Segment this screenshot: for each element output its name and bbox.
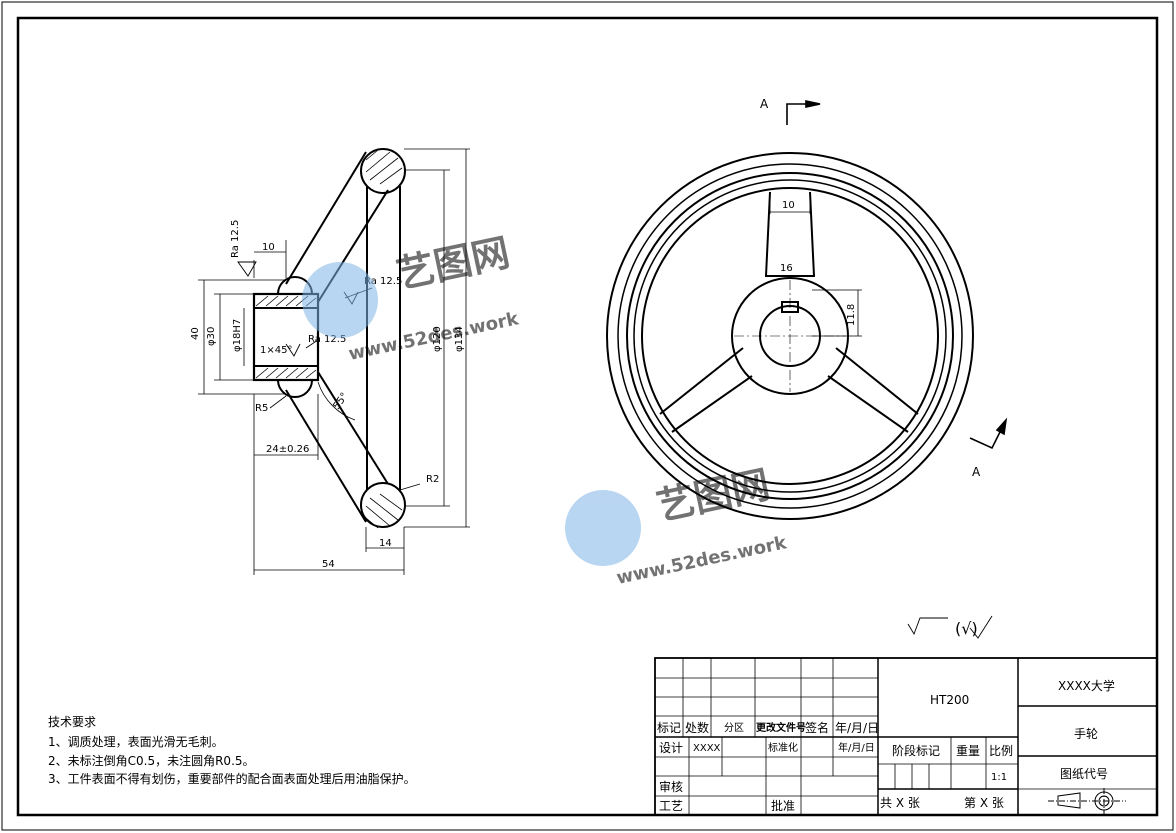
- header-sign: 签名: [805, 720, 829, 735]
- header-zone: 分区: [724, 722, 744, 734]
- chamfer-dim: 1×45°: [260, 345, 292, 356]
- ring-diameter-dim: φ120: [432, 326, 443, 352]
- standardize-label: 标准化: [768, 741, 798, 754]
- section-label-bottom: A: [972, 465, 981, 479]
- rim-thickness-dim: 14: [379, 538, 392, 549]
- keyway-depth-dim: 11.8: [846, 304, 857, 326]
- front-dimensions: [766, 200, 862, 337]
- hub-length-dim: 24±0.26: [266, 444, 309, 455]
- stage-label: 阶段标记: [892, 743, 940, 758]
- tech-req-item-1: 1、调质处理，表面光滑无毛刺。: [48, 735, 224, 749]
- hub-diameter-dim: φ30: [206, 327, 217, 346]
- date-label: 年/月/日: [838, 741, 875, 754]
- tech-req-item-3: 3、工件表面不得有划伤，重要部件的配合面表面处理后用油脂保护。: [48, 771, 416, 786]
- ra-mid1-label: Ra 12.5: [364, 276, 402, 287]
- sheet-total: 共 X 张: [880, 796, 920, 810]
- inner-frame: [16, 16, 1159, 817]
- designer-value: XXXX: [693, 743, 721, 754]
- tech-req-title: 技术要求: [48, 715, 96, 729]
- sheet-number: 第 X 张: [964, 796, 1004, 810]
- fillet-r2-dim: R2: [426, 474, 439, 485]
- university-cell: XXXX大学: [1058, 678, 1115, 693]
- material-cell: HT200: [930, 693, 969, 707]
- projection-symbol: [1048, 788, 1126, 814]
- header-change-doc: 更改文件号: [756, 721, 806, 734]
- outer-height-dim: 40: [190, 327, 201, 340]
- outer-diameter-dim: φ134: [454, 326, 465, 352]
- approve-label: 批准: [771, 798, 795, 813]
- weight-label: 重量: [956, 744, 980, 758]
- section-arrow-bottom: [969, 417, 1008, 450]
- scale-value: 1:1: [991, 772, 1007, 783]
- drawing-code-label: 图纸代号: [1060, 767, 1108, 781]
- title-block-grid: [654, 657, 1158, 816]
- part-name-cell: 手轮: [1074, 727, 1098, 741]
- section-arrow-top: [786, 100, 821, 125]
- header-date: 年/月/日: [835, 721, 879, 735]
- ra-mid2-label: Ra 12.5: [308, 334, 346, 345]
- top-width-dim: 10: [262, 242, 275, 253]
- section-label-top: A: [760, 97, 769, 111]
- tech-req-item-2: 2、未标注倒角C0.5，未注圆角R0.5。: [48, 753, 255, 768]
- design-label: 设计: [659, 741, 683, 755]
- scale-label: 比例: [989, 744, 1013, 758]
- ra-top-label: Ra 12.5: [230, 220, 241, 258]
- total-length-dim: 54: [322, 559, 335, 570]
- general-roughness-label: (√): [955, 619, 978, 638]
- side-dimensions: [198, 148, 470, 575]
- spoke-top-width-dim: 10: [782, 200, 795, 211]
- spoke-bottom-width-dim: 16: [780, 263, 793, 274]
- fillet-r5-dim: R5: [255, 403, 268, 414]
- bore-dim: φ18H7: [232, 319, 243, 352]
- front-view: [606, 152, 974, 520]
- review-label: 审核: [659, 779, 683, 794]
- process-label: 工艺: [659, 799, 683, 813]
- header-count: 处数: [685, 720, 709, 735]
- header-mark: 标记: [657, 721, 681, 735]
